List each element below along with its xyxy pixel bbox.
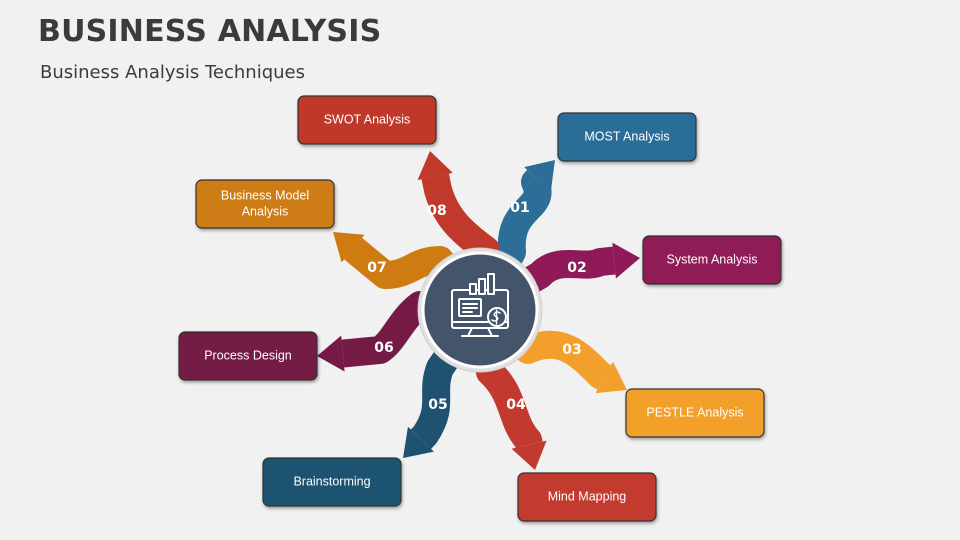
technique-box: Process Design (178, 331, 318, 381)
computer-finance-analytics-icon (451, 273, 509, 337)
step-04: 04 (466, 307, 547, 470)
step-number: 06 (374, 340, 393, 356)
technique-label: SWOT Analysis (324, 112, 411, 126)
technique-label: Mind Mapping (548, 489, 627, 503)
arrow-head-08 (417, 151, 453, 181)
step-05: 05 (403, 302, 492, 458)
step-number: 03 (562, 342, 581, 358)
arrow-head-07 (333, 232, 365, 263)
technique-label: Analysis (242, 204, 289, 218)
technique-box: System Analysis (642, 235, 782, 285)
step-02: 02 (472, 242, 640, 323)
technique-box: PESTLE Analysis (625, 388, 765, 438)
arrow-head-05 (403, 426, 434, 458)
arrow-head-01 (524, 160, 555, 192)
page-subtitle: Business Analysis Techniques (40, 62, 305, 83)
technique-box: Brainstorming (262, 457, 402, 507)
technique-label: PESTLE Analysis (646, 405, 743, 419)
step-number: 01 (510, 200, 529, 216)
technique-box: MOST Analysis (557, 112, 697, 162)
arrow-shaft-03 (471, 299, 614, 390)
technique-box: SWOT Analysis (297, 95, 437, 145)
step-01: 01 (467, 160, 555, 317)
step-number: 02 (567, 260, 586, 276)
arrow-shaft-05 (410, 302, 492, 449)
technique-label: MOST Analysis (584, 129, 669, 143)
page-title: BUSINESS ANALYSIS (38, 14, 382, 49)
technique-label: Business Model (221, 188, 309, 202)
step-number: 08 (427, 203, 446, 219)
arrow-shaft-04 (466, 307, 543, 454)
arrows-layer: 01 02 03 04 05 06 07 08 (317, 151, 640, 470)
technique-label: Brainstorming (293, 474, 370, 488)
step-number: 05 (428, 397, 447, 413)
center-hub (417, 247, 543, 373)
arrow-shaft-07 (344, 237, 491, 319)
arrow-head-04 (511, 440, 547, 470)
step-07: 07 (333, 232, 491, 319)
technique-label: Process Design (204, 348, 292, 362)
step-03: 03 (471, 299, 627, 394)
step-number: 07 (367, 260, 386, 276)
arrow-head-02 (612, 242, 640, 279)
arrow-head-03 (595, 361, 627, 394)
step-number: 04 (506, 397, 526, 413)
arrow-head-06 (317, 335, 345, 372)
technique-box: Mind Mapping (517, 472, 657, 522)
technique-label: System Analysis (666, 252, 757, 266)
arrow-shaft-02 (472, 246, 616, 323)
arrow-shaft-01 (467, 168, 552, 317)
